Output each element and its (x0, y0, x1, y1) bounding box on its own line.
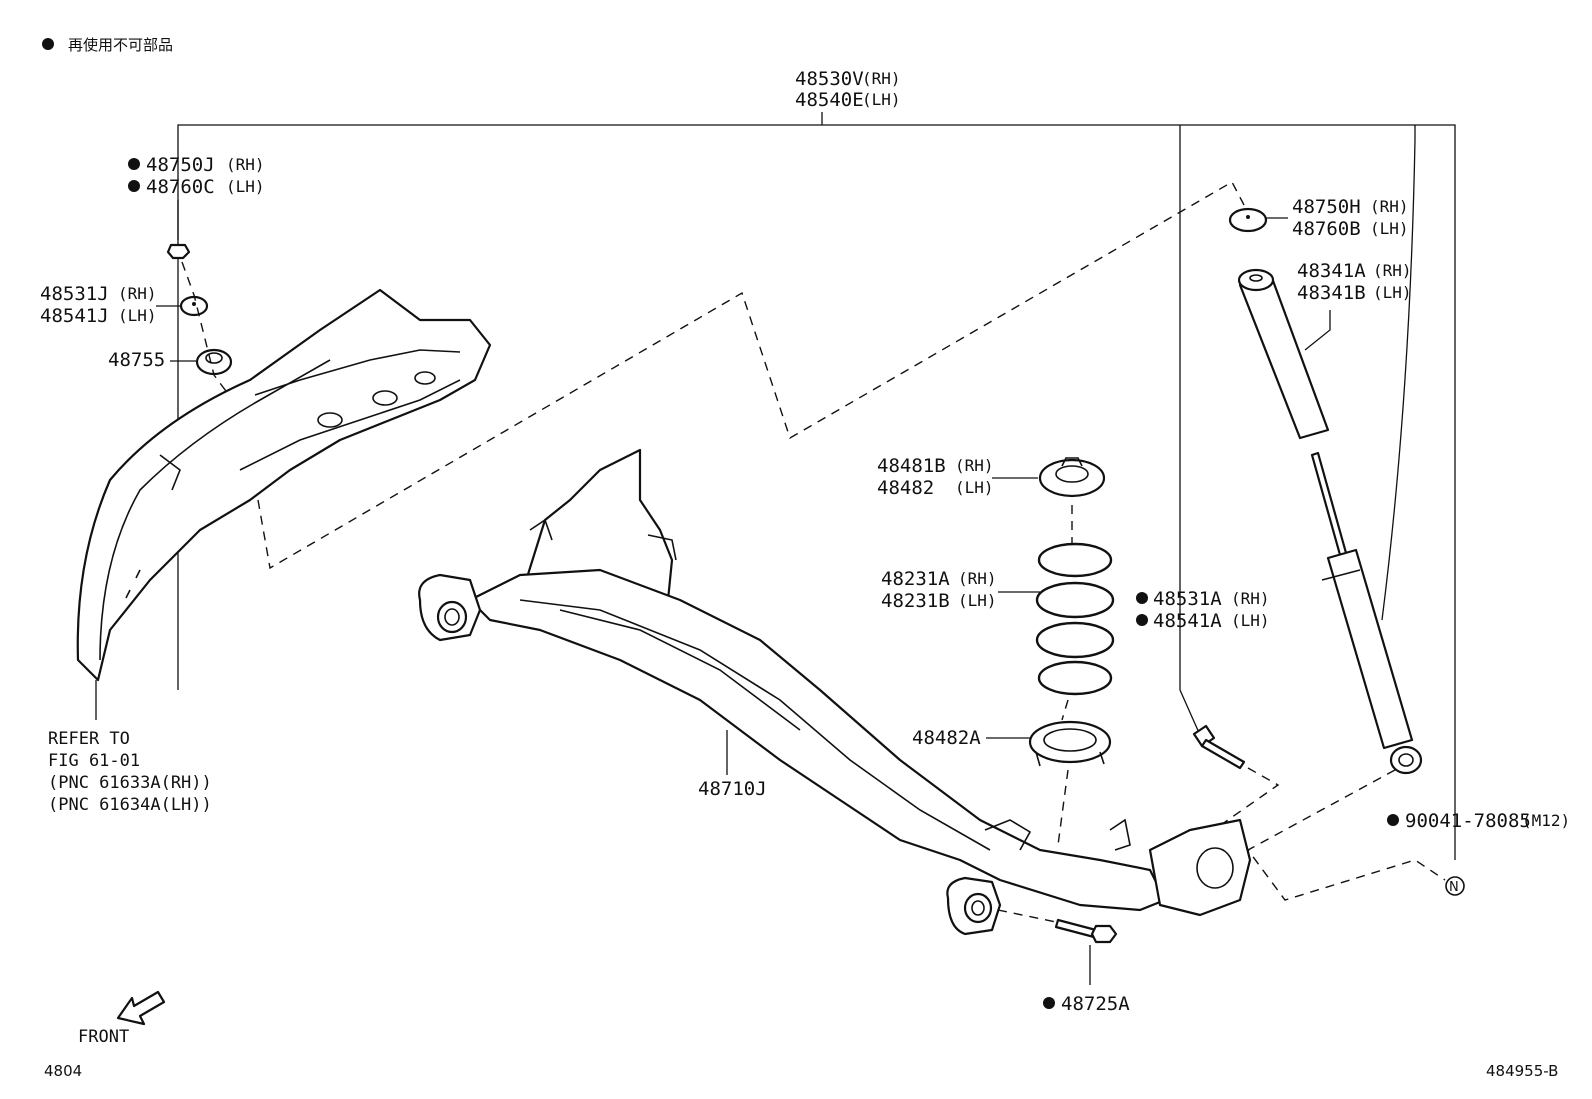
label-48531A: 48531A (1153, 588, 1222, 610)
legend-text: 再使用不可部品 (68, 36, 173, 54)
side-48540E: (LH) (862, 90, 901, 109)
label-48482A: 48482A (912, 727, 981, 749)
bolt-48531A-icon (1192, 724, 1246, 770)
reference-line2: FIG 61-01 (48, 751, 140, 771)
label-90041: 90041-78085 (1405, 810, 1531, 832)
dashed-48755-chain (181, 261, 241, 411)
assembly-bracket-line (177, 112, 1456, 860)
svg-text:N: N (1449, 880, 1459, 895)
side-48750J: (RH) (226, 155, 265, 174)
dashed-mount-path (257, 181, 1245, 570)
bump-boot-48341A-icon (1237, 268, 1330, 440)
leader-48531A (1179, 689, 1201, 736)
bolt-48725A-icon (1054, 918, 1118, 944)
side-48760B: (LH) (1370, 219, 1409, 238)
bushing-48755-icon (195, 348, 233, 376)
reference-line1: REFER TO (48, 729, 130, 749)
non-reusable-marker-icon (1136, 614, 1148, 626)
side-48760C: (LH) (226, 177, 265, 196)
side-48531A: (RH) (1231, 589, 1270, 608)
nut-48750J-icon (166, 243, 191, 260)
side-48231B: (LH) (958, 591, 997, 610)
label-48530V: 48530V (795, 68, 864, 90)
label-48760C: 48760C (146, 176, 215, 198)
side-48231A: (RH) (958, 569, 997, 588)
non-reusable-marker-icon (1387, 814, 1399, 826)
label-48481B: 48481B (877, 455, 946, 477)
non-reusable-marker-icon (1043, 997, 1055, 1009)
cap-48750H-icon (1228, 207, 1268, 233)
non-reusable-marker-icon (42, 38, 54, 50)
side-48750H: (RH) (1370, 197, 1409, 216)
label-48341B: 48341B (1297, 282, 1366, 304)
dashed-bolt-48725A (997, 909, 1057, 923)
label-48725A: 48725A (1061, 993, 1130, 1015)
label-48750J: 48750J (146, 154, 215, 176)
non-reusable-marker-icon (128, 158, 140, 170)
side-48341B: (LH) (1373, 283, 1412, 302)
side-48541J: (LH) (118, 306, 157, 325)
body-panel-part (76, 288, 492, 682)
label-48710J: 48710J (698, 778, 767, 800)
label-48541J: 48541J (40, 305, 109, 327)
side-48341A: (RH) (1373, 261, 1412, 280)
footer-right: 484955-B (1486, 1062, 1558, 1080)
dashed-bolt-48531A (1184, 767, 1280, 851)
upper-spring-seat-icon (1038, 457, 1106, 498)
label-48482: 48482 (877, 477, 934, 499)
dashed-shock-bolt (1246, 769, 1446, 901)
reference-line3: (PNC 61633A(RH)) (48, 773, 212, 793)
size-90041: (M12) (1522, 811, 1570, 830)
non-reusable-marker-icon (128, 180, 140, 192)
footer-left: 4804 (44, 1062, 82, 1080)
front-label: FRONT (78, 1027, 129, 1047)
side-48482: (LH) (955, 478, 994, 497)
dashed-spring-axis (1057, 505, 1073, 846)
non-reusable-marker-icon (1136, 592, 1148, 604)
label-48755: 48755 (108, 349, 165, 371)
callout-n-icon: N (1445, 876, 1465, 896)
washer-48531J-icon (179, 295, 209, 317)
label-48231A: 48231A (881, 568, 950, 590)
shock-absorber-part (1310, 451, 1423, 775)
coil-spring-part (1035, 542, 1115, 696)
side-48530V: (RH) (862, 69, 901, 88)
side-48531J: (RH) (118, 284, 157, 303)
front-arrow-icon (116, 990, 166, 1026)
lower-spring-seat-icon (1028, 720, 1112, 767)
label-48231B: 48231B (881, 590, 950, 612)
side-48541A: (LH) (1231, 611, 1270, 630)
label-48760B: 48760B (1292, 218, 1361, 240)
label-48531J: 48531J (40, 283, 109, 305)
label-48540E: 48540E (795, 89, 864, 111)
label-48541A: 48541A (1153, 610, 1222, 632)
axle-beam-part (418, 448, 1252, 936)
label-48341A: 48341A (1297, 260, 1366, 282)
side-48481B: (RH) (955, 456, 994, 475)
label-48750H: 48750H (1292, 196, 1361, 218)
leader-48341A (1304, 310, 1331, 351)
reference-line4: (PNC 61634A(LH)) (48, 795, 212, 815)
